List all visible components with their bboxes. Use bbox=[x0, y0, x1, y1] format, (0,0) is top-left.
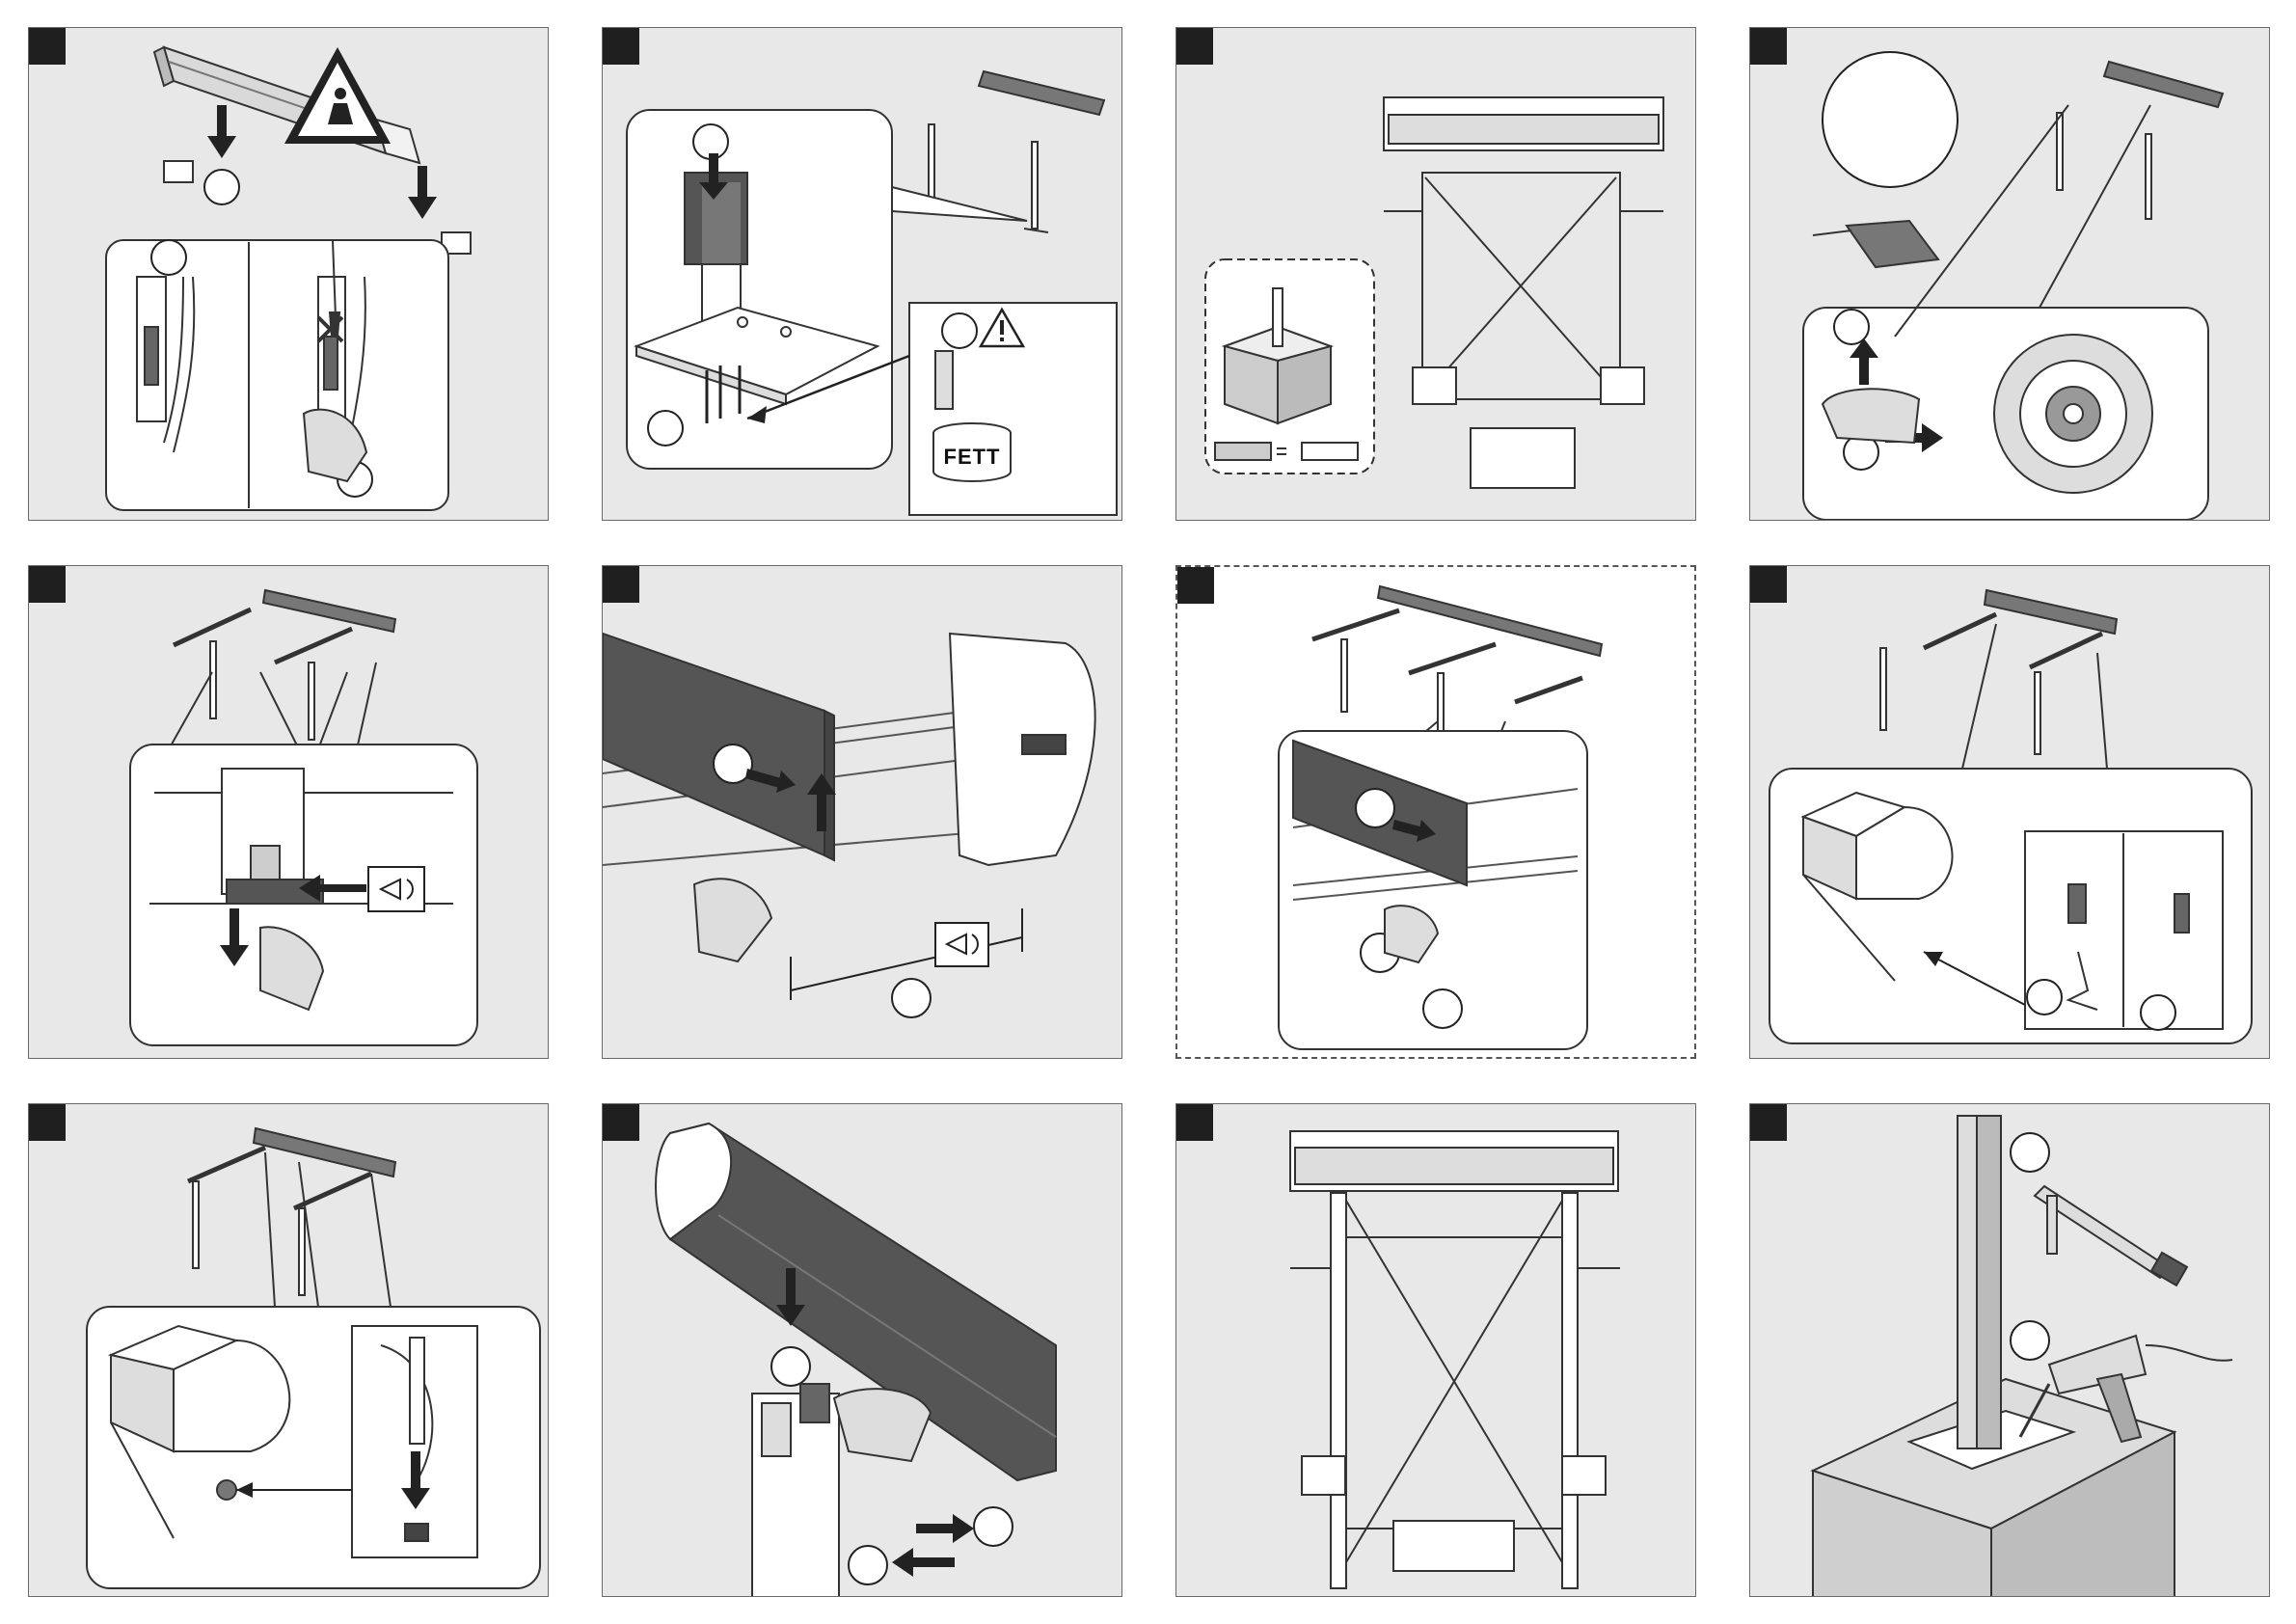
step-2-illustration: FETT bbox=[603, 28, 1122, 521]
callout-circle-b bbox=[2141, 995, 2175, 1030]
dark-profile bbox=[603, 634, 834, 860]
callout-circle-c bbox=[1423, 989, 1462, 1028]
sensor-icon-box bbox=[368, 867, 424, 911]
hand-icon bbox=[694, 879, 771, 961]
step-6-illustration bbox=[603, 566, 1122, 1059]
fett-label: FETT bbox=[944, 445, 1001, 469]
step-panel-7 bbox=[1175, 565, 1696, 1059]
hand-icon bbox=[1823, 389, 1919, 443]
step-panel-2: FETT bbox=[602, 27, 1122, 521]
left-arrow bbox=[892, 1548, 955, 1577]
cassette-end-cap bbox=[950, 634, 1095, 865]
foundation-detail bbox=[1205, 259, 1374, 474]
frame-overview bbox=[1880, 590, 2117, 754]
frame-overview bbox=[188, 1128, 395, 1295]
right-arrow bbox=[916, 1514, 974, 1543]
step-1-illustration bbox=[29, 28, 549, 521]
down-arrow-right bbox=[408, 166, 437, 219]
fabric-detail bbox=[1813, 221, 1938, 267]
step-11-illustration bbox=[1176, 1104, 1696, 1597]
hand-icon bbox=[834, 1389, 931, 1461]
callout-circle-c bbox=[892, 979, 931, 1017]
ratchet-wrench-icon bbox=[2035, 1186, 2187, 1286]
callout-circle-a bbox=[1356, 789, 1394, 827]
diagonal-measure bbox=[1384, 173, 1663, 399]
callout-circle-c bbox=[849, 1546, 887, 1584]
step-12-illustration bbox=[1750, 1104, 2270, 1597]
step-panel-10 bbox=[602, 1103, 1122, 1597]
pin-inset bbox=[352, 1326, 477, 1557]
grease-detail: FETT bbox=[909, 303, 1117, 515]
callout-circle-a bbox=[204, 170, 239, 204]
sensor-icon-box bbox=[935, 923, 988, 966]
callout-circle-b bbox=[151, 240, 186, 275]
step-10-illustration bbox=[603, 1104, 1122, 1597]
callout-circle-b bbox=[974, 1507, 1013, 1546]
down-arrow-left bbox=[207, 105, 236, 158]
post bbox=[1958, 1116, 2001, 1448]
cassette-small bbox=[2104, 62, 2223, 107]
step-3-illustration bbox=[1176, 28, 1696, 521]
step-9-illustration bbox=[29, 1104, 549, 1597]
step-panel-3 bbox=[1175, 27, 1696, 521]
base-plate-left bbox=[1302, 1456, 1345, 1495]
cassette-front-view bbox=[1290, 1131, 1618, 1191]
base-plate-left bbox=[1413, 367, 1456, 404]
base-plate-right bbox=[1562, 1456, 1606, 1495]
cassette-small bbox=[979, 71, 1104, 115]
step-panel-11 bbox=[1175, 1103, 1696, 1597]
wall-bracket-left bbox=[164, 161, 193, 182]
frame-overview bbox=[174, 590, 395, 740]
callout-disc bbox=[1823, 52, 1958, 187]
step-panel-6 bbox=[602, 565, 1122, 1059]
gear-mechanism bbox=[1994, 335, 2152, 493]
step-panel-12 bbox=[1749, 1103, 2270, 1597]
cassette-top-view bbox=[1384, 97, 1663, 150]
callout-circle-b bbox=[648, 411, 683, 446]
step-panel-1 bbox=[28, 27, 549, 521]
step-panel-4 bbox=[1749, 27, 2270, 521]
callout-circle-a bbox=[771, 1347, 810, 1386]
step-panel-9 bbox=[28, 1103, 549, 1597]
empty-label-box bbox=[1471, 428, 1575, 488]
step-panel-8 bbox=[1749, 565, 2270, 1059]
step-8-illustration bbox=[1750, 566, 2270, 1059]
callout-circle-a bbox=[2011, 1133, 2049, 1172]
callout-circle-b bbox=[2011, 1321, 2049, 1360]
step-7-illustration bbox=[1177, 567, 1696, 1059]
awning-cassette bbox=[154, 47, 419, 163]
step-panel-5 bbox=[28, 565, 549, 1059]
base-plate-right bbox=[1601, 367, 1644, 404]
post-profile bbox=[752, 1384, 839, 1597]
step-5-illustration bbox=[29, 566, 549, 1059]
frame-overview bbox=[1312, 586, 1602, 741]
step-4-illustration bbox=[1750, 28, 2270, 521]
empty-label-box bbox=[1393, 1521, 1514, 1571]
callout-circle-a bbox=[2027, 980, 2062, 1015]
